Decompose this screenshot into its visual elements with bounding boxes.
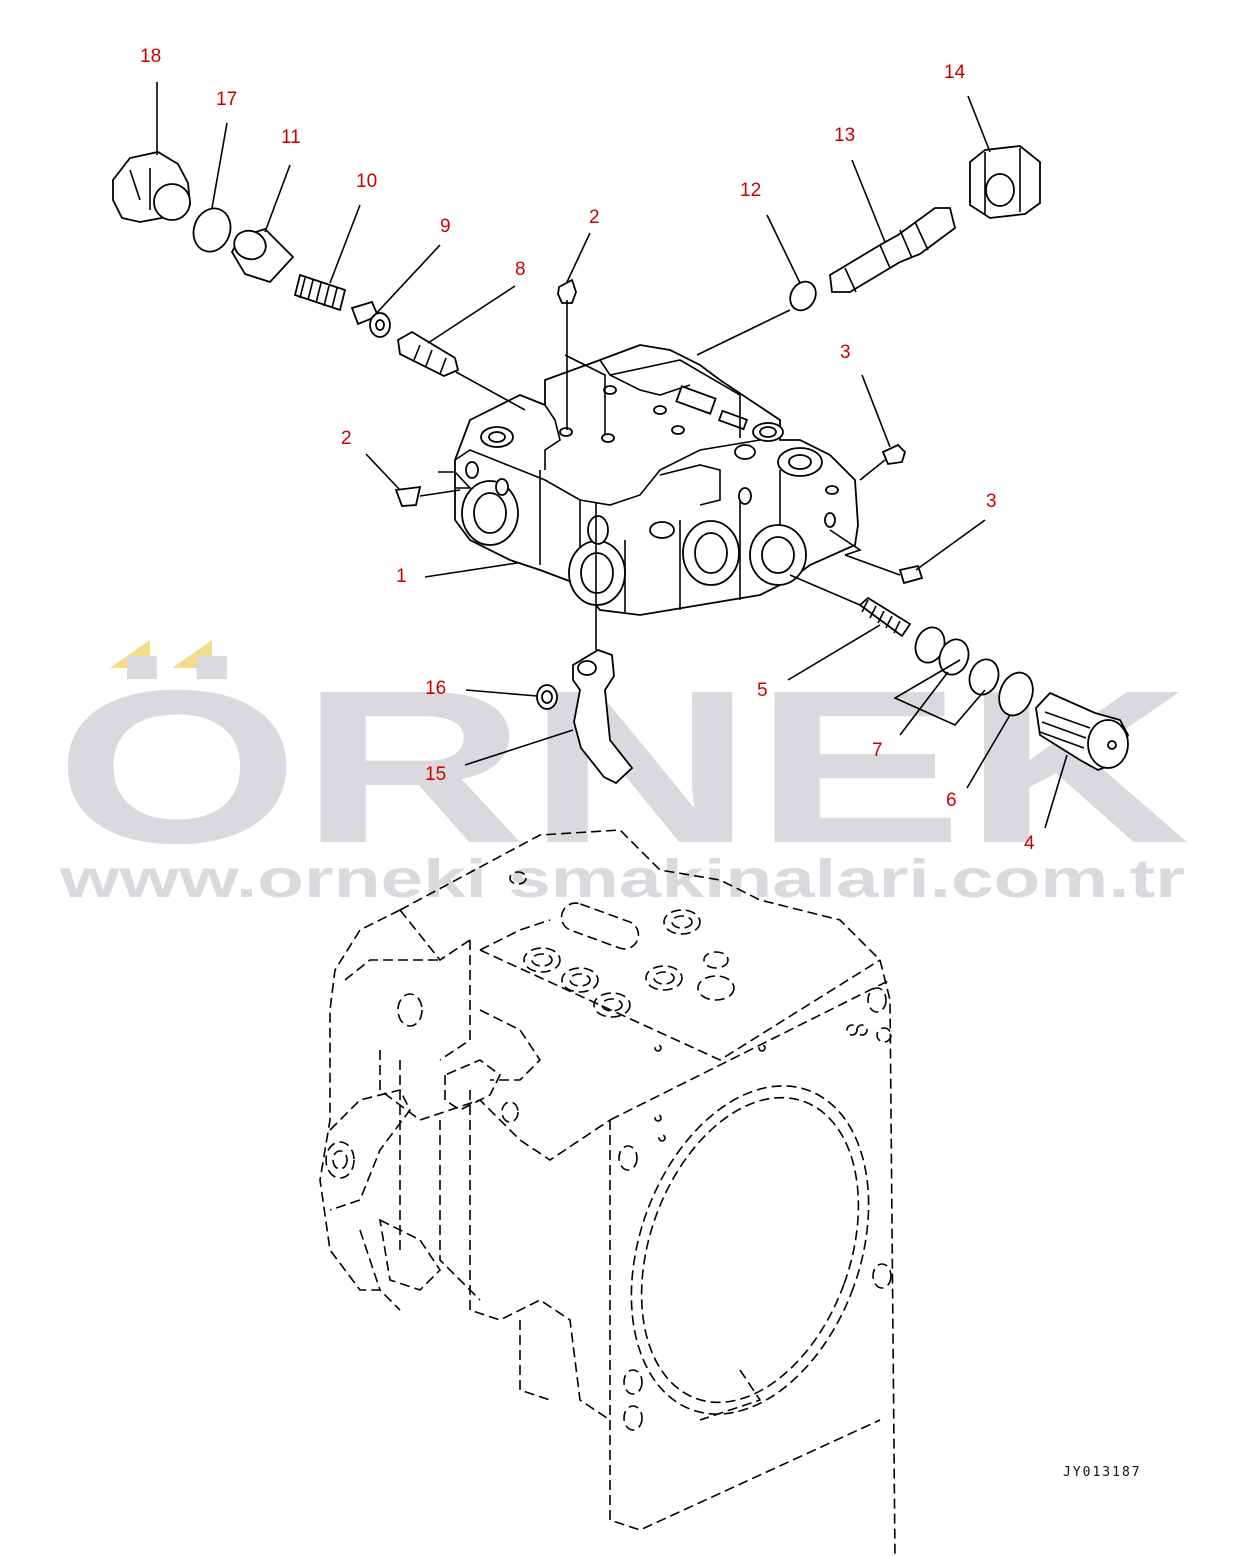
callout-15: 15 <box>425 764 446 785</box>
callout-10: 10 <box>356 171 377 192</box>
o-ring-part-12 <box>789 280 817 312</box>
arm-part-15 <box>572 649 634 785</box>
sleeve-part-11 <box>230 227 295 284</box>
spool-part-8 <box>397 330 460 377</box>
callout-6: 6 <box>946 790 957 811</box>
callout-12: 12 <box>740 180 761 201</box>
assembly-axis-lines <box>419 300 986 726</box>
callout-3-lower: 3 <box>986 491 997 512</box>
callout-9: 9 <box>440 216 451 237</box>
spring-part-5 <box>858 596 912 638</box>
drawing-reference: JY013187 <box>1063 1465 1142 1480</box>
callout-8: 8 <box>515 259 526 280</box>
leader-lines <box>156 82 1068 829</box>
plug-part-2-left <box>394 485 422 507</box>
valve-body-part-1 <box>454 344 859 616</box>
o-ring-part-7-b <box>938 638 970 676</box>
nut-part-16 <box>536 684 558 710</box>
watermark-url: www.orneki smakinalari.com.tr <box>59 849 1185 909</box>
o-ring-part-17 <box>192 207 232 253</box>
callout-labels: 18 17 11 10 9 8 2 12 13 14 3 2 3 1 16 15… <box>140 46 1035 854</box>
seat-part-9 <box>350 300 391 338</box>
o-ring-part-7-c <box>968 658 1000 696</box>
piston-part-13 <box>829 207 957 293</box>
callout-7: 7 <box>872 740 883 761</box>
spring-part-10 <box>293 273 347 312</box>
callout-3-upper: 3 <box>840 342 851 363</box>
cap-part-14 <box>969 145 1041 219</box>
watermark-accent-left <box>110 640 150 668</box>
callout-16: 16 <box>425 678 446 699</box>
plug-part-18 <box>112 151 191 223</box>
callout-11: 11 <box>281 127 301 148</box>
plug-part-2-top <box>557 278 577 304</box>
callout-13: 13 <box>834 125 855 146</box>
callout-18: 18 <box>140 46 161 67</box>
callout-2-top: 2 <box>589 207 600 228</box>
callout-4: 4 <box>1024 833 1035 854</box>
plug-part-4 <box>1035 691 1129 771</box>
plug-part-3-upper <box>881 443 907 465</box>
o-ring-part-6 <box>998 671 1034 717</box>
callout-1: 1 <box>396 566 407 587</box>
callout-5: 5 <box>757 680 768 701</box>
watermark-accent-right <box>172 640 212 668</box>
callout-2-left: 2 <box>341 428 352 449</box>
callout-17: 17 <box>216 89 237 110</box>
pump-body-dashed <box>319 829 896 1556</box>
callout-14: 14 <box>944 62 966 83</box>
